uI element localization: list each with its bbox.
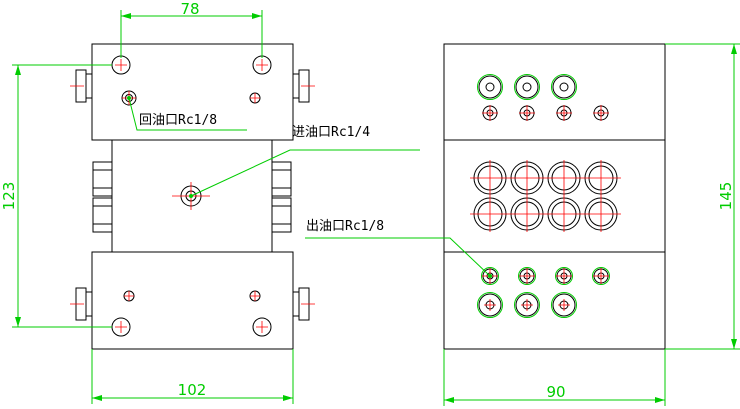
left-bottom-block <box>91 251 294 350</box>
dim-right-145: 145 <box>717 182 735 211</box>
right-view-green-outlines <box>477 74 610 318</box>
dim-top-78: 78 <box>180 0 199 18</box>
left-middle-hex-fittings <box>92 161 292 233</box>
right-view-centerlines <box>470 105 621 311</box>
label-return-port: 回油口Rc1/8 <box>139 113 217 128</box>
right-view-holes <box>473 75 618 317</box>
left-top-side-fittings <box>75 69 310 103</box>
dim-bottom-102: 102 <box>178 381 207 399</box>
leader-dots <box>127 96 492 278</box>
leader-lines <box>128 97 491 277</box>
left-bottom-holes <box>111 290 272 337</box>
dim-left-123: 123 <box>0 182 18 211</box>
left-bottom-side-fittings <box>75 287 310 321</box>
dimension-lines <box>12 10 740 406</box>
label-inlet-port: 进油口Rc1/4 <box>292 125 370 140</box>
dimension-arrows <box>15 13 737 403</box>
label-outlet-port: 出油口Rc1/8 <box>306 219 384 234</box>
right-body <box>443 43 666 350</box>
right-view <box>443 43 666 350</box>
dim-right-90: 90 <box>546 383 565 401</box>
